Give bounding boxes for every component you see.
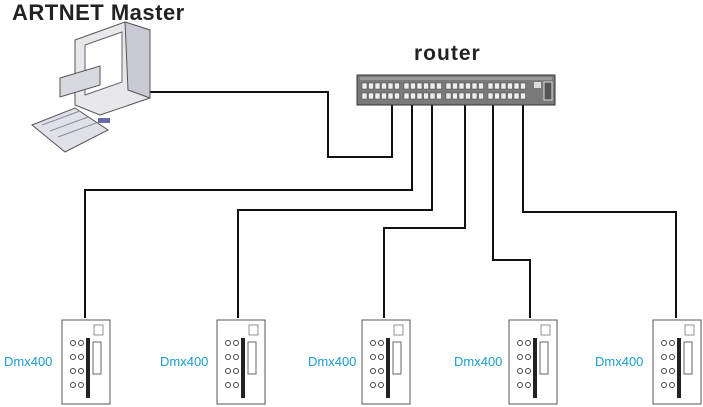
router-port [507, 92, 513, 100]
router-port [423, 82, 429, 90]
device-label-1: Dmx400 [4, 354, 53, 369]
router-port [410, 82, 416, 90]
router-port [374, 82, 381, 90]
router-port [513, 82, 520, 90]
router-port [471, 82, 478, 90]
router-port [471, 92, 478, 100]
router-port [478, 92, 484, 100]
router-port [465, 82, 471, 90]
router-port [500, 92, 507, 100]
router-port [452, 92, 458, 100]
router-port [494, 82, 500, 90]
router-port [410, 92, 416, 100]
router-port [381, 92, 387, 100]
router-icon [356, 74, 556, 106]
device-label-4: Dmx400 [454, 354, 503, 369]
router-port [423, 92, 429, 100]
router-port [452, 82, 458, 90]
cable-device-4 [492, 103, 531, 318]
dmx400-device-icon [508, 319, 558, 405]
router-port [429, 82, 436, 90]
router-port [381, 82, 387, 90]
dmx400-device-icon [361, 319, 411, 405]
router-port [507, 82, 513, 90]
master-title: ARTNET Master [12, 0, 185, 25]
router-port [403, 92, 410, 100]
router-port [368, 92, 374, 100]
device-label-5: Dmx400 [595, 354, 644, 369]
router-port [520, 82, 526, 90]
router-port [478, 82, 484, 90]
router-port [361, 82, 368, 90]
router-port [465, 92, 471, 100]
router-port [436, 82, 442, 90]
router-port [416, 82, 423, 90]
device-label-2: Dmx400 [160, 354, 209, 369]
router-port [374, 92, 381, 100]
router-port [429, 92, 436, 100]
router-port [458, 92, 465, 100]
router-port [520, 92, 526, 100]
cable-device-3 [383, 103, 466, 318]
router-port [394, 82, 400, 90]
router-label: router [414, 42, 481, 65]
router-port [387, 92, 394, 100]
router-port [445, 82, 452, 90]
dmx400-device-icon [61, 319, 111, 405]
cables [84, 91, 677, 318]
router-port [416, 92, 423, 100]
device-label-3: Dmx400 [308, 354, 357, 369]
dmx400-device-icon [652, 319, 702, 405]
router-port [387, 82, 394, 90]
cable-device-2 [237, 103, 433, 318]
router-port [487, 82, 494, 90]
router-port [368, 82, 374, 90]
router-port [500, 82, 507, 90]
router-port [494, 92, 500, 100]
router-port [403, 82, 410, 90]
router-port [394, 92, 400, 100]
computer-icon [31, 21, 151, 153]
cable-device-1 [84, 103, 413, 318]
router-port [458, 82, 465, 90]
cable-device-5 [522, 103, 677, 318]
router-port [487, 92, 494, 100]
cable-master [150, 91, 393, 158]
router-port [361, 92, 368, 100]
router-port [513, 92, 520, 100]
router-port [436, 92, 442, 100]
router-port [445, 92, 452, 100]
dmx400-device-icon [216, 319, 266, 405]
